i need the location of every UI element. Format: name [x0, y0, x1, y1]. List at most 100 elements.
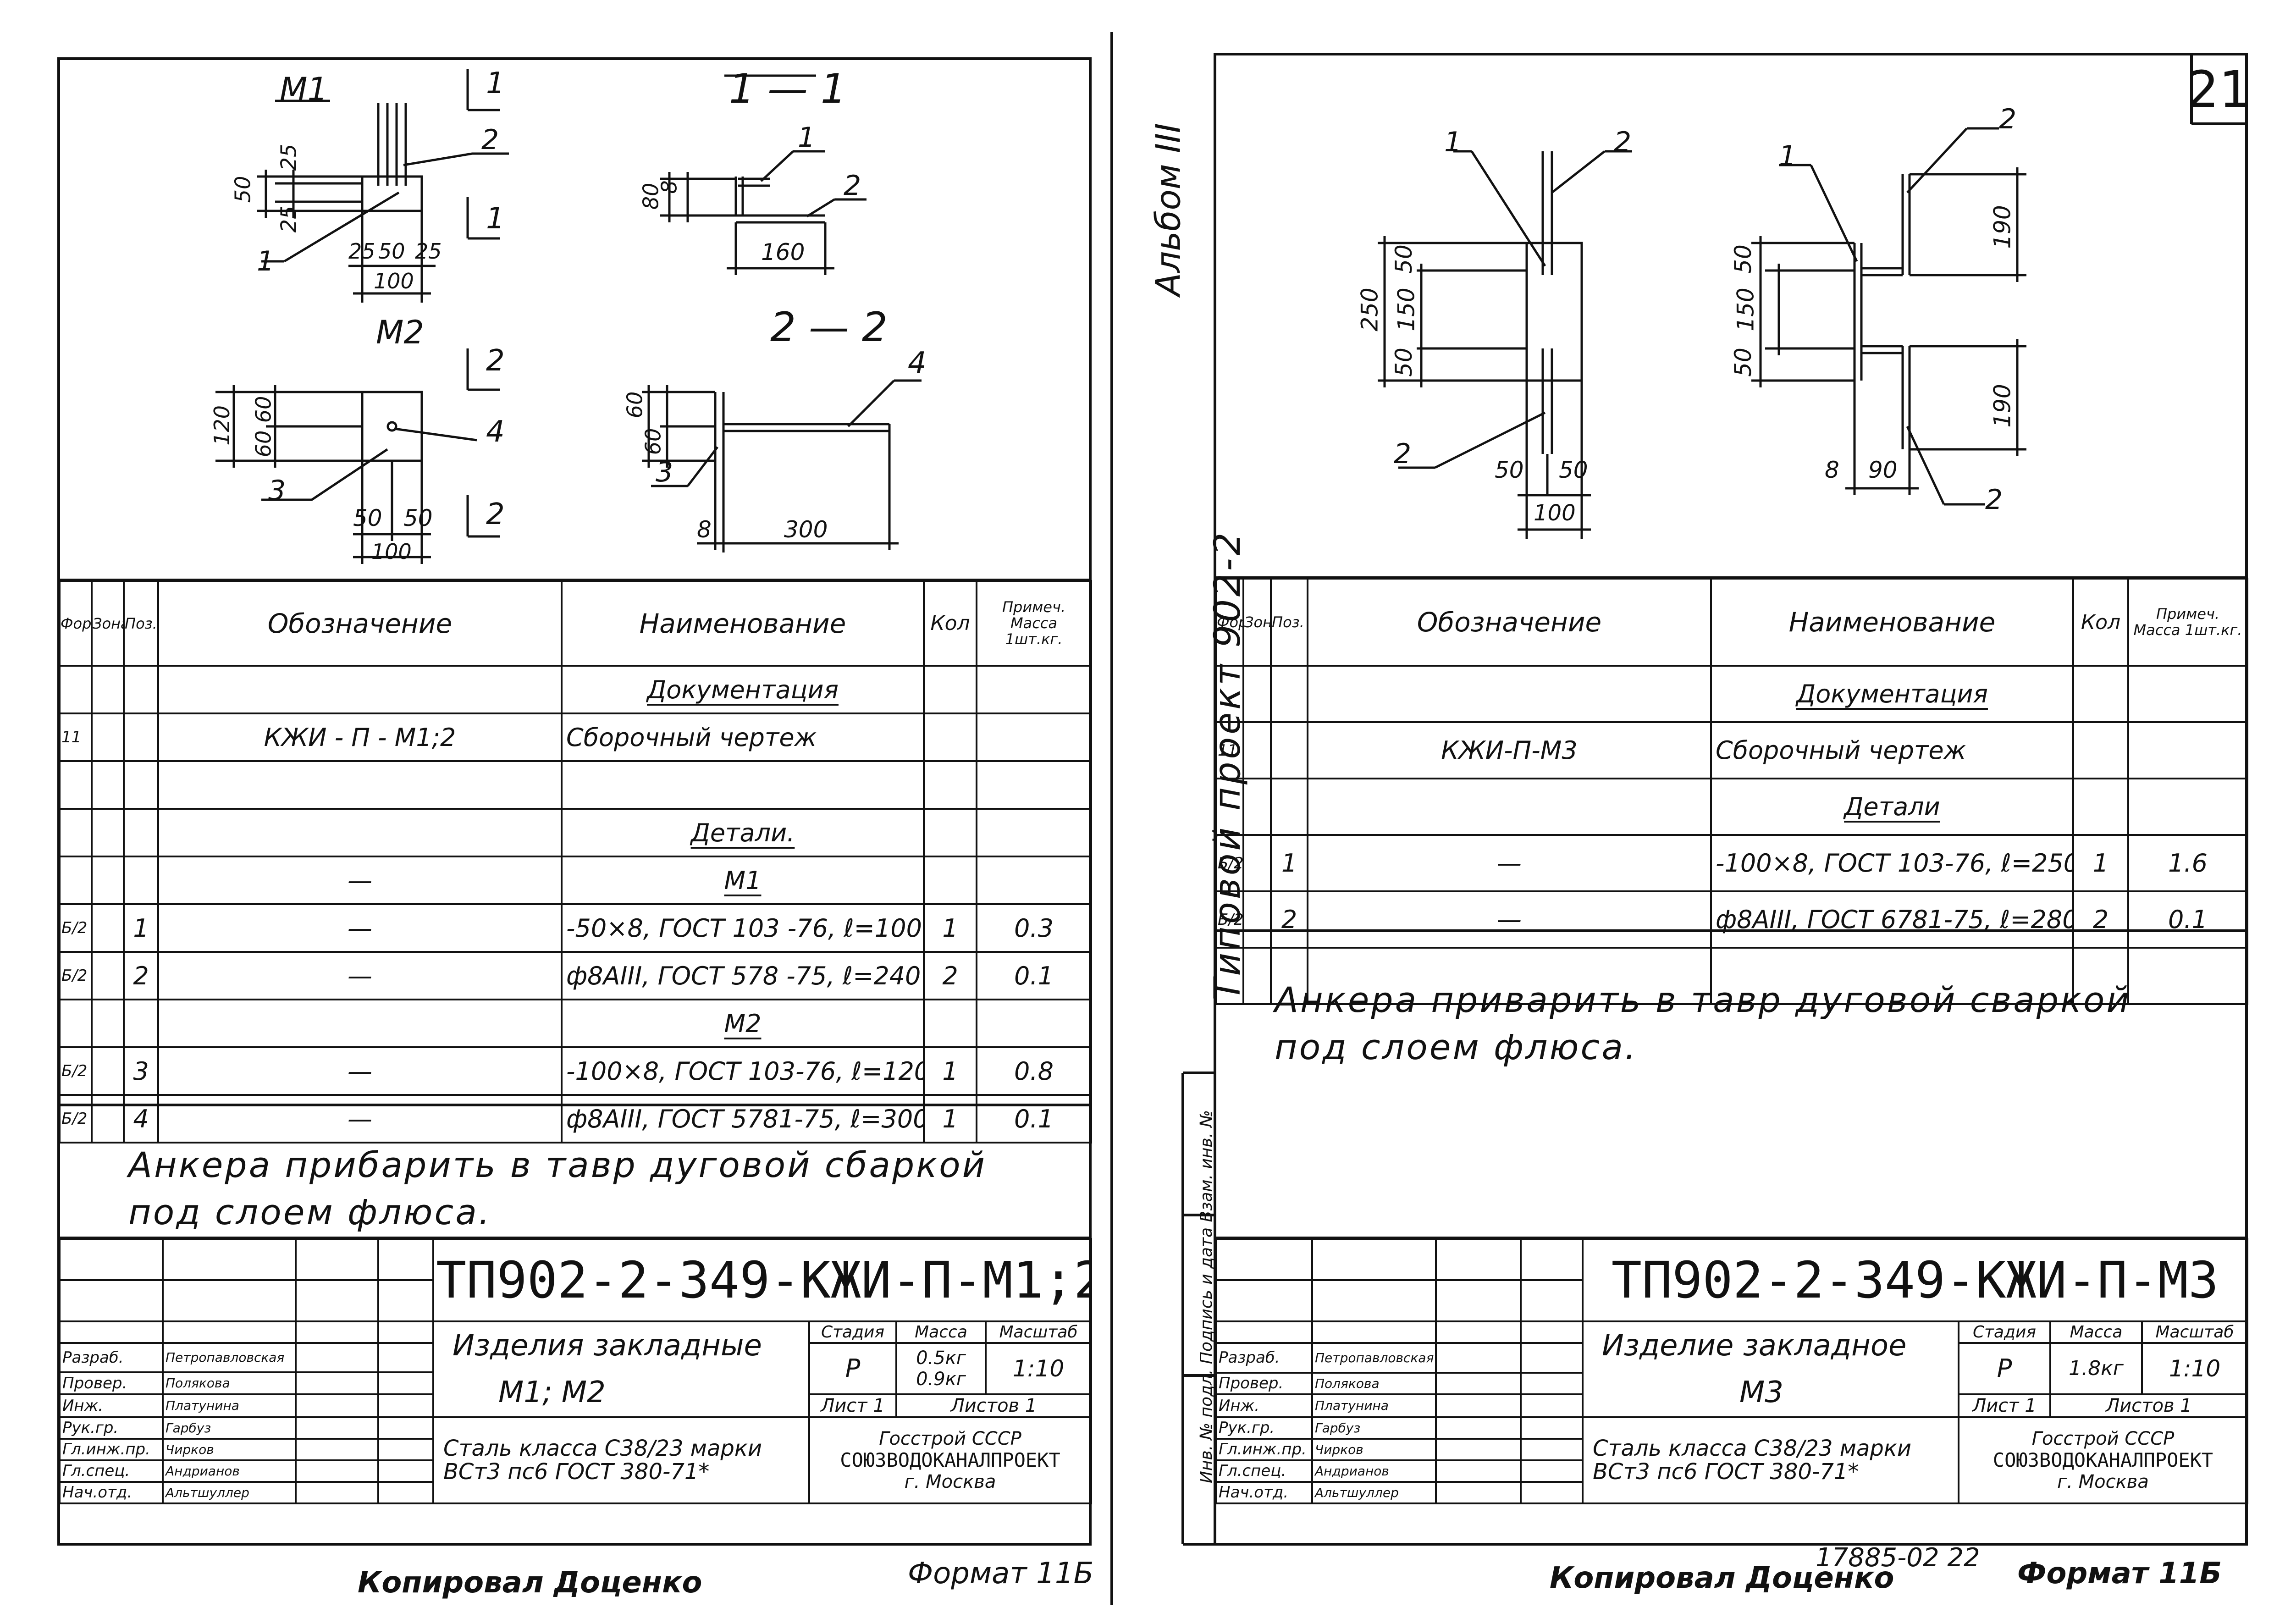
row-name-text: -100×8, ГОСТ 103-76, ℓ=250 [1716, 849, 2073, 878]
col-header-designation: Обозначение [1307, 578, 1712, 667]
right-steel-spec: Сталь класса С38/23 марки ВСт3 пс6 ГОСТ … [1582, 1416, 1959, 1504]
left-scale: 1:10 [984, 1342, 1093, 1395]
position-label: 2 [1999, 103, 2017, 135]
role: Разраб. [1215, 1342, 1313, 1374]
row-zone [1242, 947, 1272, 1005]
row-mass: 1.6 [2127, 834, 2248, 892]
left-org2: СОЮЗВОДОКАНАЛПРОЕКТ [840, 1448, 1060, 1471]
position-label: 1 [798, 122, 816, 154]
row-name-text: Документация [1796, 679, 1988, 708]
mass-label: Масса [895, 1320, 987, 1344]
dim-text: 50 [1729, 348, 1756, 377]
position-label: 1 [257, 245, 275, 277]
dim-text: 90 [1868, 457, 1898, 483]
row-mass [2127, 778, 2248, 836]
row-name: Документация [561, 665, 925, 714]
row-mass [976, 713, 1092, 762]
row-name: ф8АIII, ГОСТ 5781-75, ℓ=300 [561, 1094, 925, 1143]
row-format: Б/2 [1215, 890, 1244, 949]
row-qty: 1 [923, 903, 977, 953]
position-label: 2 [481, 124, 499, 156]
row-mass-text: 0.1 [2168, 905, 2208, 934]
row-zone [91, 1046, 125, 1096]
position-label: 2 [844, 170, 861, 202]
row-position: 2 [1270, 890, 1308, 949]
row-qty-text: 1 [942, 1104, 958, 1133]
row-qty: 2 [2072, 890, 2129, 949]
row-name: -100×8, ГОСТ 103-76, ℓ=250 [1710, 834, 2074, 892]
row-format [59, 999, 93, 1048]
row-format [59, 665, 93, 714]
left-title-line1: Изделия закладные [453, 1329, 762, 1363]
row-format-text: Б/2 [1218, 910, 1243, 929]
right-sheets: Листов 1 [2049, 1393, 2249, 1418]
person-name: Петропавловская [1311, 1342, 1437, 1374]
cut-mark-1-top: 1 [486, 66, 505, 100]
row-designation-text: — [348, 1056, 372, 1086]
col-header-zone: Зона [1242, 578, 1272, 667]
row-position-text: 4 [133, 1104, 149, 1133]
col-header-name: Наименование [561, 580, 925, 667]
row-position: 1 [123, 903, 159, 953]
row-name-text: Детали. [690, 818, 795, 847]
person-name: Платунина [1311, 1393, 1437, 1418]
row-designation: — [1307, 890, 1712, 949]
row-mass: 0.1 [976, 951, 1092, 1000]
row-format [1215, 778, 1244, 836]
row-format: Б/2 [59, 903, 93, 953]
dim-text: 300 [784, 516, 828, 543]
dim-text: 25 [276, 205, 301, 233]
right-doc-number: ТП902-2-349-КЖИ-П-М3 [1581, 1238, 2249, 1322]
row-designation [157, 999, 563, 1048]
row-designation-text: — [348, 866, 372, 895]
table-row: М2 [59, 999, 1092, 1048]
row-zone [91, 808, 125, 857]
row-position [1270, 778, 1308, 836]
row-qty-text: 2 [2092, 905, 2109, 934]
row-position [123, 665, 159, 714]
role: Гл.инж.пр. [1215, 1437, 1313, 1461]
dim-text: 60 [251, 396, 276, 423]
page-number: 21 [2187, 60, 2251, 119]
row-qty: 1 [923, 1046, 977, 1096]
dim-text: 50 [1559, 457, 1588, 483]
table-row [59, 760, 1092, 810]
left-footer-copied: Копировал Доценко [358, 1566, 702, 1600]
mass-label: Масса [2049, 1320, 2143, 1344]
col-header-pos: Поз. [123, 580, 159, 667]
position-label: 1 [1779, 140, 1797, 172]
role: Гл.спец. [59, 1459, 164, 1483]
row-name: ф8АIII, ГОСТ 578 -75, ℓ=240 [561, 951, 925, 1000]
left-sheets: Листов 1 [895, 1393, 1093, 1418]
row-mass: 0.3 [976, 903, 1092, 953]
role: Провер. [59, 1371, 164, 1395]
right-footer-copied: Копировал Доценко [1550, 1561, 1894, 1595]
row-position-text: 1 [133, 913, 149, 943]
dim-text: 8 [657, 180, 682, 194]
row-designation [1307, 665, 1712, 723]
dim-text: 150 [1393, 287, 1420, 331]
section-2-2-label: 2 — 2 [770, 304, 888, 351]
row-name: -100×8, ГОСТ 103-76, ℓ=120 [561, 1046, 925, 1096]
person-name: Гарбуз [1311, 1416, 1437, 1440]
left-doc-number: ТП902-2-349-КЖИ-П-М1;2 [432, 1238, 1093, 1322]
position-label: 2 [1614, 126, 1632, 158]
dim-text: 60 [251, 430, 276, 458]
right-footer-inv: 17885-02 22 [1816, 1543, 1980, 1573]
row-mass-text: 0.1 [1014, 961, 1054, 990]
left-note: Анкера прибарить в тавр дуговой сбаркой … [128, 1144, 987, 1232]
dim-text: 100 [1534, 500, 1576, 526]
right-scale: 1:10 [2141, 1342, 2249, 1395]
row-format-text: Б/2 [61, 1062, 88, 1080]
role: Гл.спец. [1215, 1459, 1313, 1483]
row-position-text: 2 [133, 961, 149, 990]
col-header-format: Формат [59, 580, 93, 667]
dim-text: 60 [640, 428, 666, 455]
dim-text: 250 [1356, 287, 1383, 331]
dim-text: 25 [348, 239, 375, 264]
